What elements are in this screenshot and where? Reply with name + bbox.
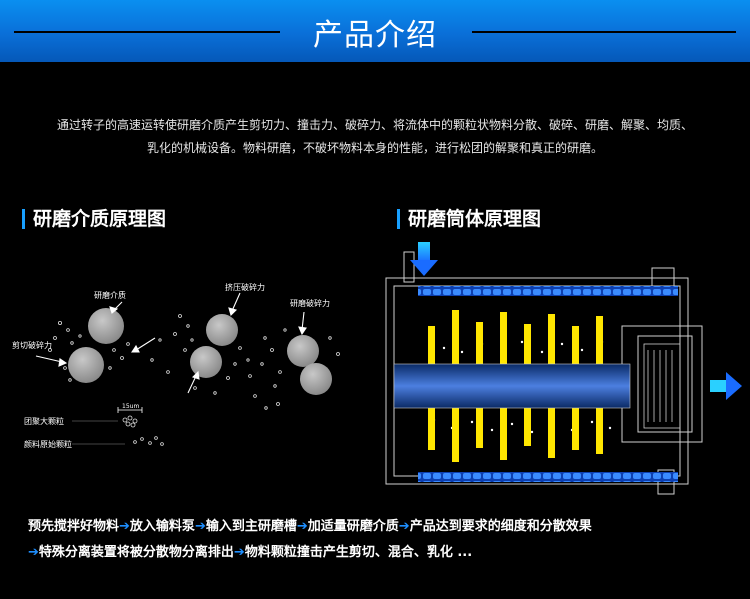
cooling-jacket-top: [418, 286, 678, 296]
grinding-ball: [190, 346, 222, 378]
force-arrows: [35, 292, 307, 394]
grinding-ball: [206, 314, 238, 346]
label-squeeze: 挤压破碎力: [225, 282, 265, 292]
inlet-arrow-icon: [410, 242, 438, 276]
header-divider-right: [472, 31, 736, 33]
flow-step: 特殊分离装置将被分散物分离排出: [38, 545, 234, 560]
flow-arrow-icon: ➔: [194, 519, 206, 534]
label-cluster: 团聚大颗粒: [24, 416, 64, 426]
flow-step: 预先搅拌好物料: [28, 519, 120, 534]
flow-arrow-icon: ➔: [296, 519, 308, 534]
cluster-particle-icon: [122, 415, 138, 428]
flow-arrow-icon: ➔: [398, 519, 410, 534]
original-particle-icon: [133, 436, 164, 446]
section-title-chamber: 研磨筒体原理图: [397, 209, 541, 229]
flow-step: 产品达到要求的细度和分散效果: [409, 519, 592, 534]
flow-step: 输入到主研磨槽: [205, 519, 297, 534]
rotor-pins: [428, 310, 603, 462]
header-banner: 产品介绍: [0, 0, 750, 62]
intro-line-1: 通过转子的高速运转使研磨介质产生剪切力、撞击力、破碎力、将流体中的颗粒状物料分散…: [56, 118, 693, 132]
grinding-ball: [300, 363, 332, 395]
intro-text: 通过转子的高速运转使研磨介质产生剪切力、撞击力、破碎力、将流体中的颗粒状物料分散…: [10, 114, 740, 160]
cooling-jacket-bottom: [418, 472, 678, 482]
flow-arrow-icon: ➔: [119, 519, 130, 534]
section-title-media: 研磨介质原理图: [22, 209, 166, 229]
flow-step: 放入输料泵: [129, 519, 195, 534]
grinding-ball: [68, 347, 104, 383]
label-medium: 研磨介质: [94, 290, 126, 300]
process-flow-line-2: ➔特殊分离装置将被分散物分离排出➔物料颗粒撞击产生剪切、混合、乳化 ...: [28, 541, 472, 560]
chamber-principle-diagram: [385, 242, 742, 495]
media-principle-diagram: 研磨介质 剪切破碎力 挤压破碎力 研磨破碎力 15um 团聚大颗粒 颜料原始颗粒: [12, 282, 340, 449]
particle-specks: [48, 314, 340, 410]
label-scale: 15um: [122, 403, 139, 410]
label-shear: 剪切破碎力: [12, 340, 52, 350]
header-divider-left: [14, 31, 280, 33]
rotor-shaft: [393, 363, 631, 409]
separator-device: [643, 343, 681, 429]
process-flow-line-1: 预先搅拌好物料➔放入输料泵➔输入到主研磨槽➔加适量研磨介质➔产品达到要求的细度和…: [28, 515, 592, 534]
flow-arrow-icon: ➔: [233, 545, 245, 560]
flow-step: 物料颗粒撞击产生剪切、混合、乳化 ...: [244, 545, 473, 560]
grinding-ball: [287, 335, 319, 367]
intro-line-2: 乳化的机械设备。物料研磨，不破坏物料本身的性能，进行松团的解聚和真正的研磨。: [146, 141, 603, 155]
outlet-arrow-icon: [710, 372, 742, 400]
flow-step: 加适量研磨介质: [307, 519, 399, 534]
label-original: 颜料原始颗粒: [24, 439, 72, 449]
page-title: 产品介绍: [313, 18, 437, 53]
label-grind: 研磨破碎力: [290, 298, 330, 308]
flow-arrow-icon: ➔: [28, 545, 39, 560]
grinding-ball: [88, 308, 124, 344]
